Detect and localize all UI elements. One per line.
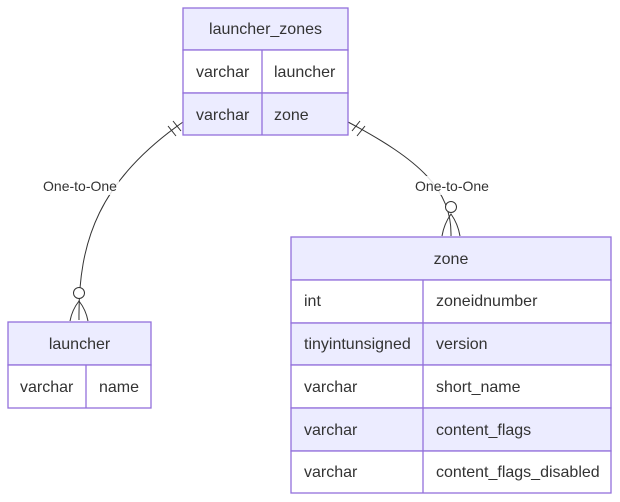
attribute-name: name bbox=[99, 379, 139, 396]
zero-marker-circle bbox=[445, 201, 457, 213]
attribute-name: zoneidnumber bbox=[436, 293, 538, 310]
attribute-row bbox=[182, 49, 349, 94]
attribute-row bbox=[290, 279, 612, 324]
attribute-type: varchar bbox=[20, 379, 74, 396]
relationship-launcher-zones-launcher: One-to-One bbox=[41, 120, 184, 322]
attribute-row bbox=[290, 407, 612, 452]
attribute-name: launcher bbox=[274, 64, 336, 81]
entity-title: zone bbox=[434, 251, 469, 268]
attribute-row bbox=[290, 450, 612, 494]
attribute-name: version bbox=[436, 336, 488, 353]
attribute-row bbox=[182, 92, 349, 136]
attribute-row bbox=[290, 364, 612, 409]
attribute-type: varchar bbox=[196, 64, 250, 81]
attribute-type: varchar bbox=[304, 379, 358, 396]
entity-header bbox=[290, 236, 612, 281]
entity-launcher-zones: launcher_zones varchar launcher varchar … bbox=[182, 7, 349, 136]
attribute-row bbox=[7, 364, 152, 409]
attribute-name: zone bbox=[274, 107, 309, 124]
relationship-label-bg bbox=[41, 176, 119, 195]
attribute-type: int bbox=[304, 293, 321, 310]
entity-launcher: launcher varchar name bbox=[7, 321, 152, 409]
attribute-type: varchar bbox=[304, 422, 358, 439]
attribute-name: content_flags_disabled bbox=[436, 464, 600, 481]
entity-zone: zone int zoneidnumber tinyintunsigned ve… bbox=[290, 236, 612, 494]
attribute-type: varchar bbox=[304, 464, 358, 481]
exactly-one-marker bbox=[167, 120, 182, 137]
relationship-label-bg bbox=[413, 176, 491, 195]
zero-marker-circle bbox=[73, 287, 85, 299]
relationship-label: One-to-One bbox=[43, 178, 117, 194]
attribute-name: content_flags bbox=[436, 422, 531, 439]
exactly-one-marker bbox=[351, 120, 366, 137]
entity-title: launcher_zones bbox=[209, 21, 322, 38]
attribute-name: short_name bbox=[436, 379, 521, 396]
relationship-launcher-zones-zone: One-to-One bbox=[347, 120, 491, 237]
many-marker bbox=[441, 213, 461, 237]
attribute-type: tinyintunsigned bbox=[304, 336, 411, 353]
relationship-label: One-to-One bbox=[415, 178, 489, 194]
entity-header bbox=[7, 321, 152, 366]
relationship-line bbox=[78, 121, 184, 321]
attribute-type: varchar bbox=[196, 107, 250, 124]
many-marker bbox=[69, 300, 89, 322]
entity-title: launcher bbox=[49, 336, 111, 353]
